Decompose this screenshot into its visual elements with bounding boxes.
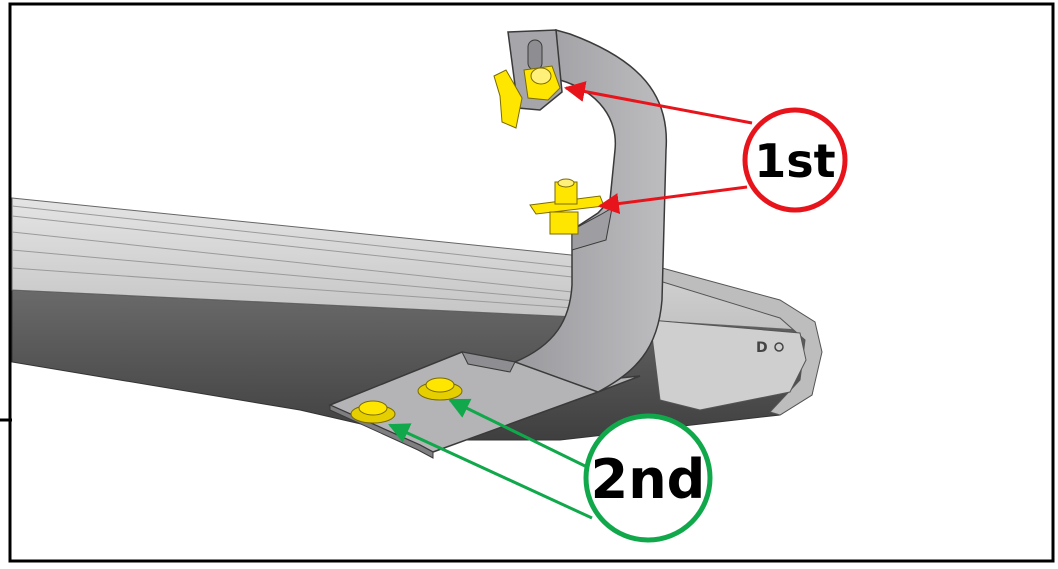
callout-2nd: 2nd [583,413,713,543]
fastener-top [493,65,561,129]
callout-2nd-arrows [388,398,593,520]
fastener-bottom-right [417,377,463,401]
fastener-bottom-left [350,400,396,424]
callout-1st-arrows [563,81,753,214]
callout-1st: 1st [742,107,848,213]
callout-2nd-label: 2nd [591,448,706,511]
svg-text:D: D [756,340,768,356]
callout-2nd-circle [583,413,713,543]
callout-1st-circle [742,107,848,213]
fastener-mid [529,178,605,235]
callout-1st-label: 1st [754,134,835,188]
